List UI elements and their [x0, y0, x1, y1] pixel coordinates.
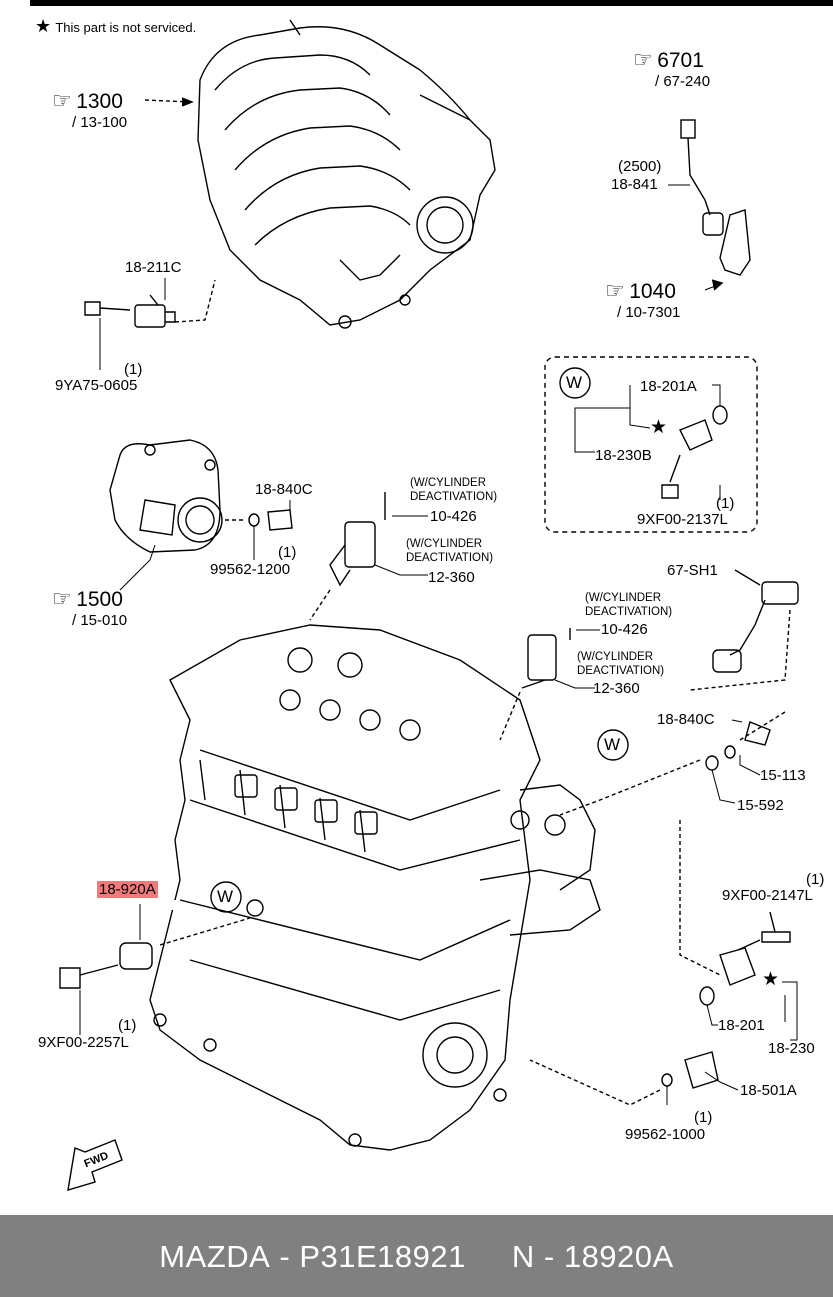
ocv-upper-drawing	[329, 492, 428, 587]
ref-1300-id: 1300	[76, 90, 123, 113]
ref-1500-sub: / 15-010	[72, 612, 128, 629]
note-text: This part is not serviced.	[55, 20, 197, 35]
oil-pressure-switch-drawing	[661, 1051, 739, 1105]
engine-block-drawing	[149, 624, 601, 1151]
footer-brand: MAZDA	[159, 1239, 271, 1274]
ref-1040[interactable]: ☞ 1040 / 10-7301	[605, 278, 680, 321]
part-18-841[interactable]: 18-841	[611, 176, 658, 193]
condition-note: DEACTIVATION)	[585, 606, 673, 618]
inset-sensor-drawing	[574, 384, 728, 500]
qty-label: (1)	[694, 1109, 713, 1126]
condition-note: (W/CYLINDER	[577, 651, 654, 663]
qty-label: (1)	[716, 495, 735, 512]
w-mark: W	[217, 887, 234, 906]
footer-caption: MAZDA - P31E18921 N - 18920A	[0, 1239, 833, 1275]
footer-separator: -	[534, 1239, 564, 1274]
harness-67sh1-drawing	[712, 569, 799, 673]
part-67-SH1[interactable]: 67-SH1	[667, 562, 718, 579]
footer-bar: MAZDA - P31E18921 N - 18920A	[0, 1215, 833, 1297]
qty-label: (1)	[806, 871, 825, 888]
ref-1500[interactable]: ☞ 1500 / 15-010	[52, 586, 127, 629]
part-9XF00-2137L[interactable]: 9XF00-2137L	[637, 511, 728, 528]
footer-separator: -	[270, 1239, 300, 1274]
part-15-592[interactable]: 15-592	[737, 797, 784, 814]
intake-manifold-drawing	[197, 19, 496, 329]
not-serviced-note: ★ This part is not serviced.	[35, 16, 197, 36]
condition-note: DEACTIVATION)	[577, 665, 665, 677]
engine-parts-diagram	[59, 19, 799, 1191]
oil-level-sensor-drawing	[668, 119, 751, 291]
condition-note: DEACTIVATION)	[406, 552, 494, 564]
qty-label: (1)	[124, 361, 143, 378]
part-18-211C[interactable]: 18-211C	[125, 259, 182, 276]
part-10-426[interactable]: 10-426	[430, 508, 477, 525]
top-border	[30, 0, 833, 6]
footer-code: 18920A	[563, 1239, 674, 1274]
part-18-230B[interactable]: 18-230B	[595, 447, 652, 464]
highlighted-part-label: 18-920A	[97, 881, 158, 898]
ref-1040-id: 1040	[629, 280, 676, 303]
qty-label: (2500)	[618, 158, 662, 175]
w-mark: W	[604, 735, 621, 754]
pointing-hand-icon: ☞	[52, 88, 72, 113]
star-symbol: ★	[650, 417, 668, 438]
ref-1300[interactable]: ☞ 1300 / 13-100	[52, 88, 127, 131]
part-18-201[interactable]: 18-201	[718, 1017, 765, 1034]
w-mark: W	[566, 373, 583, 392]
ref-1040-sub: / 10-7301	[617, 304, 681, 321]
part-9XF00-2147L[interactable]: 9XF00-2147L	[722, 887, 813, 904]
w-circle-3	[210, 881, 242, 913]
pointing-hand-icon: ☞	[605, 278, 625, 303]
sensor-18-230-drawing	[699, 911, 798, 1041]
part-12-360[interactable]: 12-360	[593, 680, 640, 697]
water-pump-drawing	[109, 439, 223, 553]
condition-note: (W/CYLINDER	[585, 592, 662, 604]
ref-1500-id: 1500	[76, 588, 123, 611]
part-10-426[interactable]: 10-426	[601, 621, 648, 638]
ocv-lower-drawing	[521, 628, 600, 689]
star-symbol: ★	[762, 969, 780, 990]
qty-label: (1)	[118, 1017, 137, 1034]
footer-part-number: P31E18921	[299, 1239, 466, 1274]
part-99562-1000[interactable]: 99562-1000	[625, 1126, 706, 1143]
ref-6701-sub: / 67-240	[655, 73, 711, 90]
part-18-230[interactable]: 18-230	[768, 1040, 815, 1057]
ref-1300-sub: / 13-100	[72, 114, 128, 131]
fwd-arrow	[67, 1139, 123, 1191]
part-12-360[interactable]: 12-360	[428, 569, 475, 586]
part-18-840C[interactable]: 18-840C	[255, 481, 313, 498]
pointing-hand-icon: ☞	[633, 47, 653, 72]
part-18-201A[interactable]: 18-201A	[640, 378, 697, 395]
part-18-840C[interactable]: 18-840C	[657, 711, 715, 728]
footer-n: N	[511, 1239, 535, 1274]
part-15-113[interactable]: 15-113	[760, 767, 806, 784]
cam-sensor-drawing	[84, 294, 176, 328]
part-18-501A[interactable]: 18-501A	[740, 1082, 797, 1099]
condition-note: (W/CYLINDER	[406, 538, 483, 550]
part-9XF00-2257L[interactable]: 9XF00-2257L	[38, 1034, 129, 1051]
knock-sensor-drawing	[59, 904, 153, 989]
part-9YA75-0605[interactable]: 9YA75-0605	[55, 377, 138, 394]
part-99562-1200[interactable]: 99562-1200	[210, 561, 291, 578]
pointing-hand-icon: ☞	[52, 586, 72, 611]
qty-label: (1)	[278, 544, 297, 561]
w-circle-1	[559, 367, 591, 399]
ref-6701-id: 6701	[657, 49, 704, 72]
star-symbol: ★	[35, 16, 52, 36]
condition-note: (W/CYLINDER	[410, 477, 487, 489]
part-18-920A[interactable]: 18-920A	[97, 881, 158, 898]
ref-6701[interactable]: ☞ 6701 / 67-240	[633, 47, 710, 90]
w-circle-2	[597, 729, 629, 761]
condition-note: DEACTIVATION)	[410, 491, 498, 503]
